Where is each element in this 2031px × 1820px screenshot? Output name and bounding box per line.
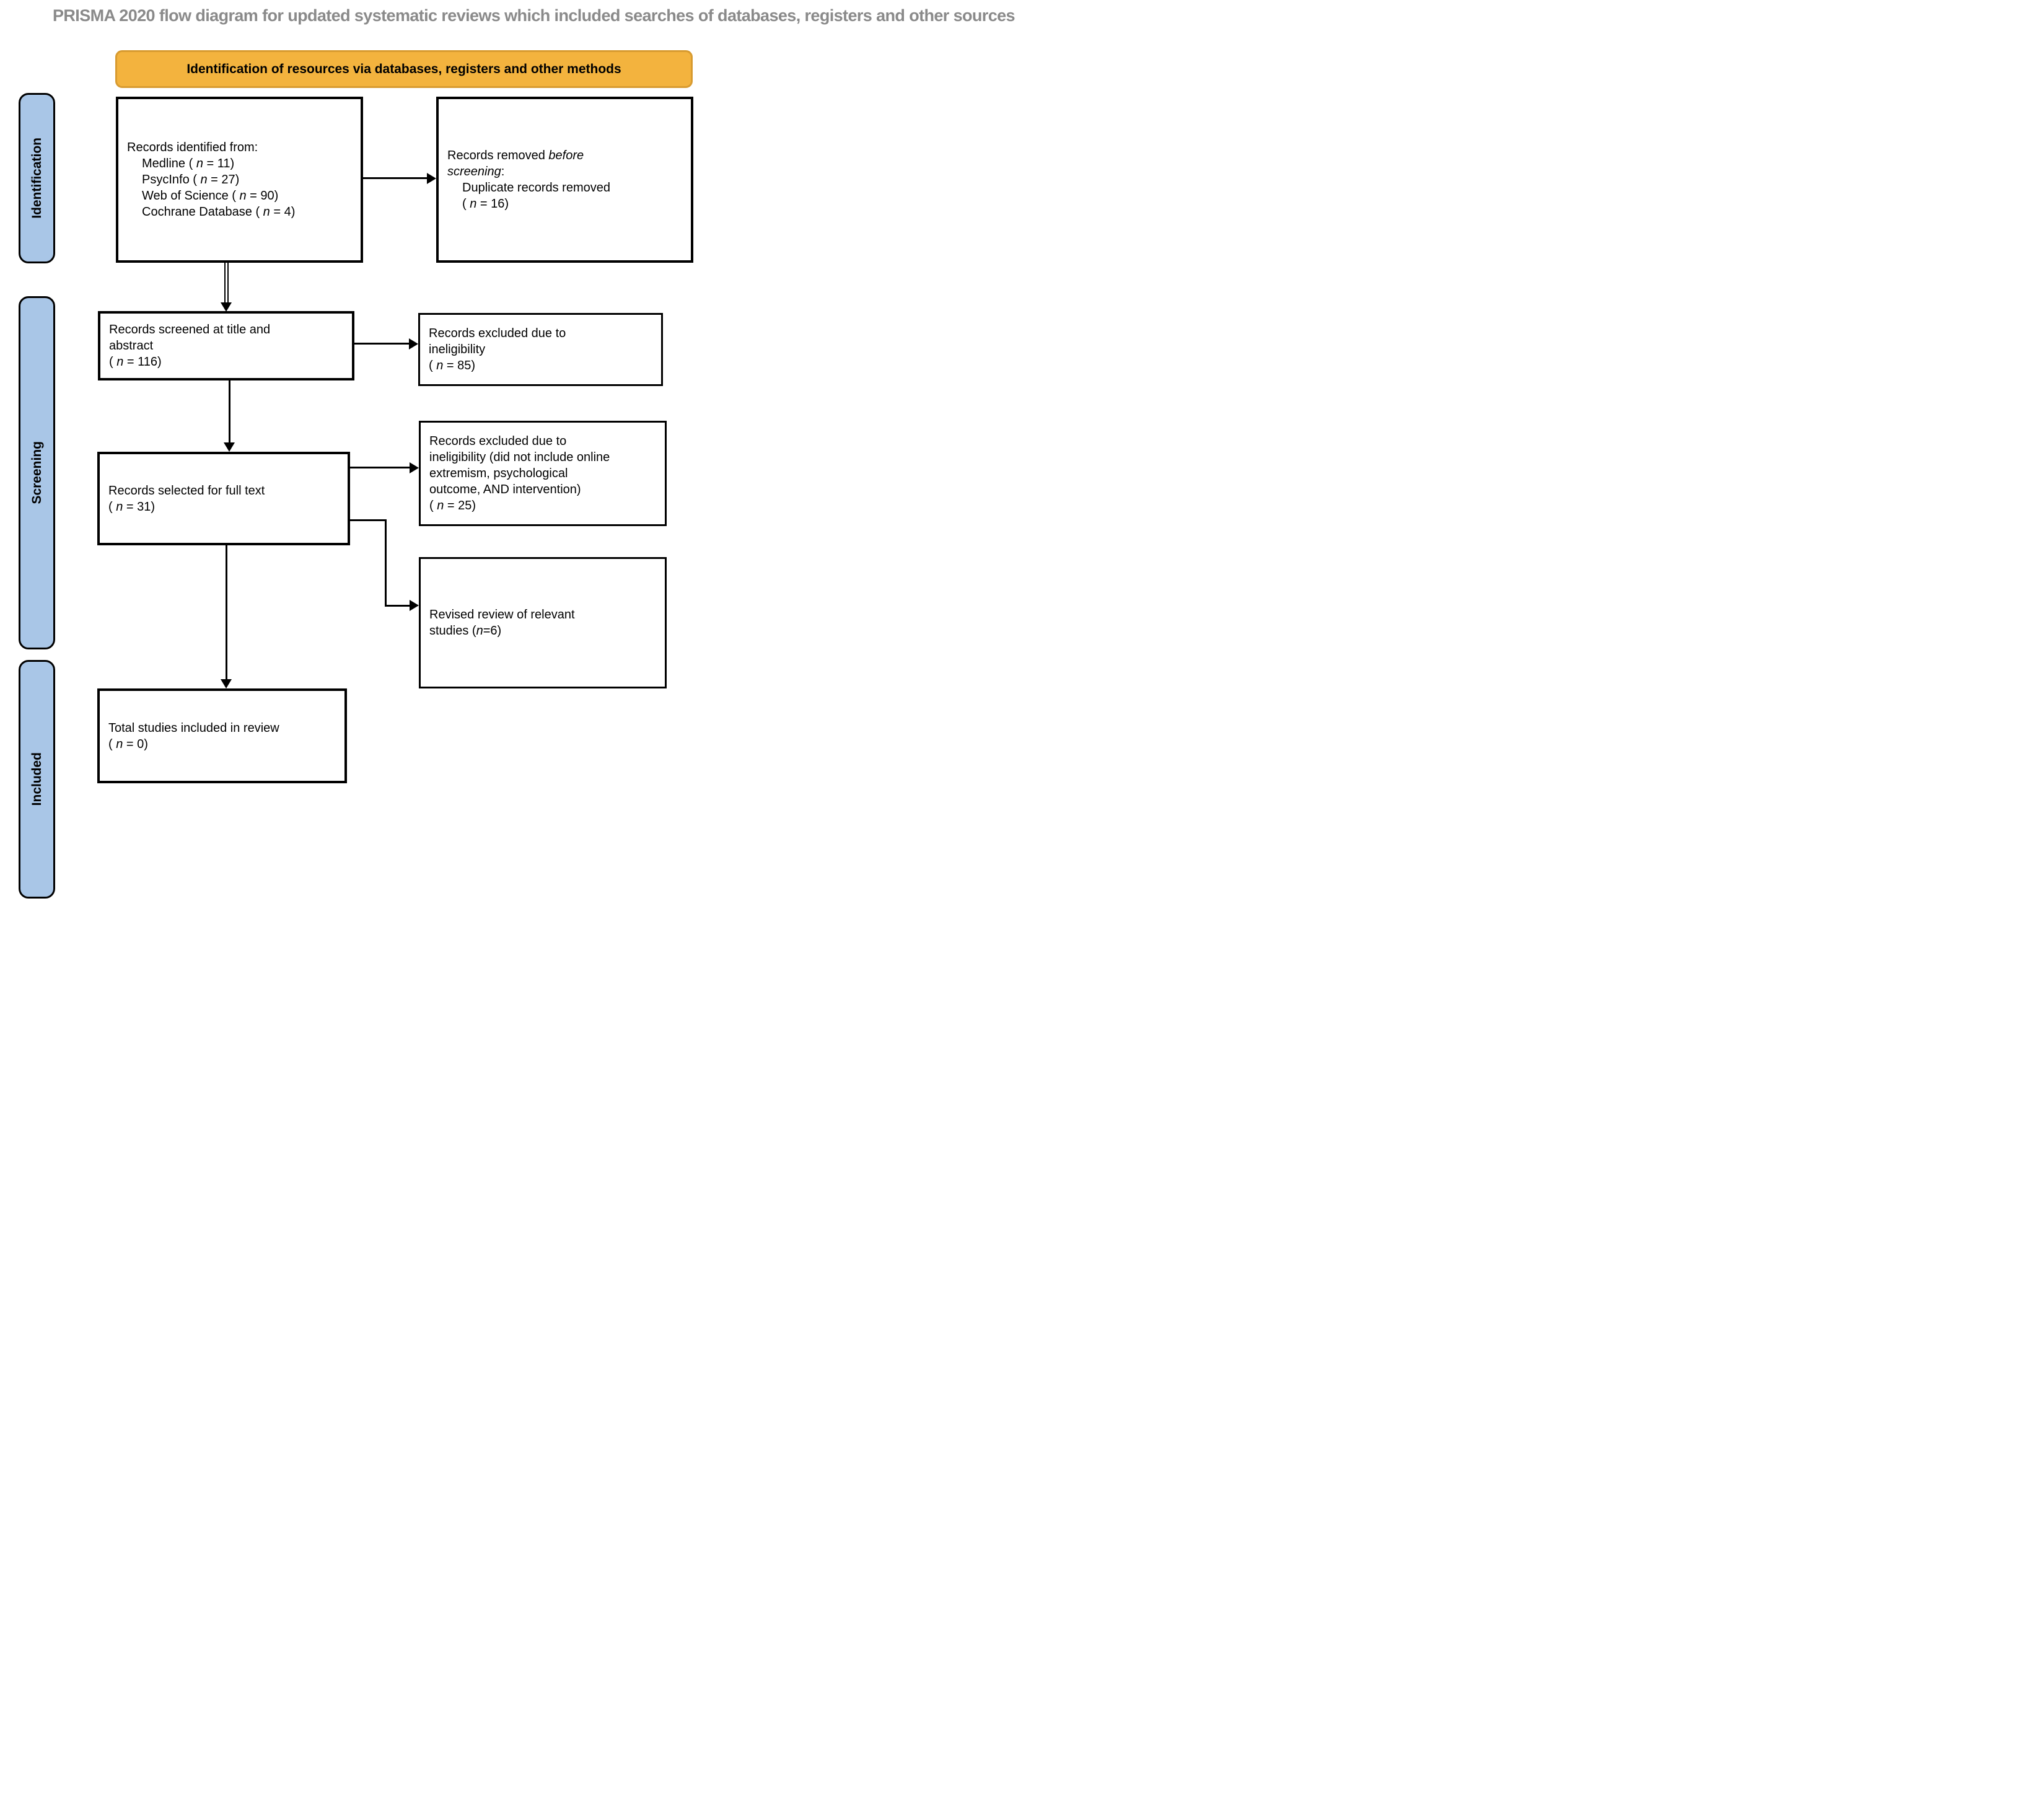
source-psycinfo: PsycInfo ( n = 27) (142, 173, 240, 187)
full-text-count: ( n = 31) (108, 499, 156, 514)
prisma-flow-diagram: PRISMA 2020 flow diagram for updated sys… (0, 0, 1015, 910)
stage-screening-label: Screening (29, 441, 44, 504)
header-band-label: Identification of resources via database… (186, 61, 621, 76)
arrowhead-down-icon (221, 302, 232, 312)
stage-identification-label: Identification (29, 138, 44, 219)
duplicates-removed-line: Duplicate records removed (462, 181, 610, 195)
page-title: PRISMA 2020 flow diagram for updated sys… (53, 6, 1015, 25)
elbow-fulltext-to-revised-seg3 (385, 605, 410, 607)
box-total-included: Total studies included in review ( n = 0… (97, 688, 347, 783)
source-web-of-science: Web of Science ( n = 90) (142, 189, 279, 203)
elbow-fulltext-to-revised-seg1 (349, 519, 387, 521)
box-revised-review: Revised review of relevant studies (n=6) (419, 557, 667, 688)
duplicates-removed-count: ( n = 16) (462, 197, 509, 211)
arrow-fulltext-to-excluded (350, 467, 410, 468)
box-records-excluded-criteria: Records excluded due to ineligibility (d… (419, 421, 667, 526)
arrowhead-right-icon (427, 173, 436, 184)
box-records-removed: Records removed before screening: Duplic… (436, 97, 693, 263)
total-included-count: ( n = 0) (108, 737, 148, 751)
header-band: Identification of resources via database… (115, 50, 693, 88)
stage-screening: Screening (19, 296, 55, 649)
arrowhead-right-icon (409, 338, 418, 349)
box-records-screened: Records screened at title and abstract (… (98, 311, 354, 380)
arrow-screened-to-fulltext (229, 380, 230, 443)
revised-review-count: studies (n=6) (429, 624, 502, 638)
stage-included: Included (19, 660, 55, 899)
elbow-fulltext-to-revised-seg2 (385, 519, 387, 607)
stage-included-label: Included (29, 752, 44, 806)
box-records-full-text: Records selected for full text ( n = 31) (97, 452, 350, 545)
arrowhead-right-icon (410, 600, 419, 611)
arrow-identified-to-screened-line2 (227, 263, 229, 303)
arrowhead-down-icon (221, 679, 232, 688)
box-records-identified: Records identified from: Medline ( n = 1… (116, 97, 363, 263)
arrow-identified-to-screened-line1 (224, 263, 226, 303)
source-medline: Medline ( n = 11) (142, 157, 235, 170)
source-cochrane: Cochrane Database ( n = 4) (142, 205, 296, 219)
box-records-excluded-ineligibility: Records excluded due to ineligibility ( … (418, 313, 663, 386)
arrow-identified-to-removed (363, 177, 428, 179)
arrow-screened-to-excluded (354, 343, 409, 345)
arrow-fulltext-to-total (226, 545, 227, 680)
stage-identification: Identification (19, 93, 55, 263)
excluded-criteria-count: ( n = 25) (429, 499, 476, 512)
records-screened-count: ( n = 116) (109, 355, 162, 369)
arrowhead-down-icon (224, 442, 235, 452)
records-excluded-count: ( n = 85) (429, 359, 476, 372)
arrowhead-right-icon (410, 462, 419, 473)
records-identified-heading: Records identified from: (127, 141, 258, 154)
